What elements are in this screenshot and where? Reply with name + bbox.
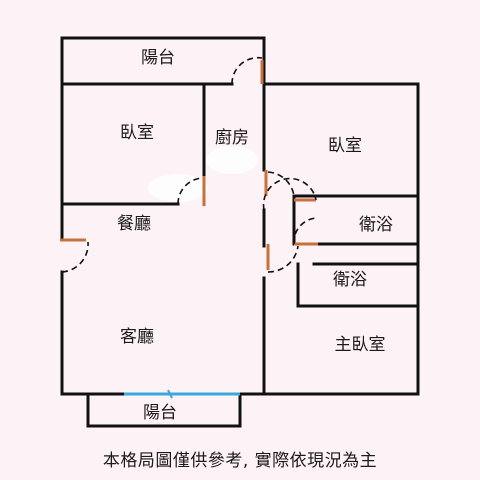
label-balcony-top: 陽台 <box>141 48 175 68</box>
label-dining: 餐廳 <box>117 214 151 234</box>
label-bedroom-right: 臥室 <box>328 136 362 156</box>
label-balcony-bottom: 陽台 <box>143 403 177 423</box>
disclaimer-note: 本格局圖僅供參考, 實際依現況為主 <box>102 451 378 471</box>
doors <box>60 60 318 270</box>
room-labels: 陽台 臥室 廚房 臥室 餐廳 衛浴 衛浴 客廳 主臥室 陽台 <box>117 48 393 423</box>
label-bath-upper: 衛浴 <box>359 215 393 235</box>
label-kitchen: 廚房 <box>215 127 249 148</box>
label-living: 客廳 <box>120 327 154 347</box>
window-mark <box>167 389 173 399</box>
background-glow <box>148 146 258 202</box>
door-swings <box>61 56 319 273</box>
label-bath-lower: 衛浴 <box>333 270 367 290</box>
windows <box>124 389 240 399</box>
label-bedroom-left: 臥室 <box>120 123 154 143</box>
label-master-bedroom: 主臥室 <box>335 335 386 355</box>
